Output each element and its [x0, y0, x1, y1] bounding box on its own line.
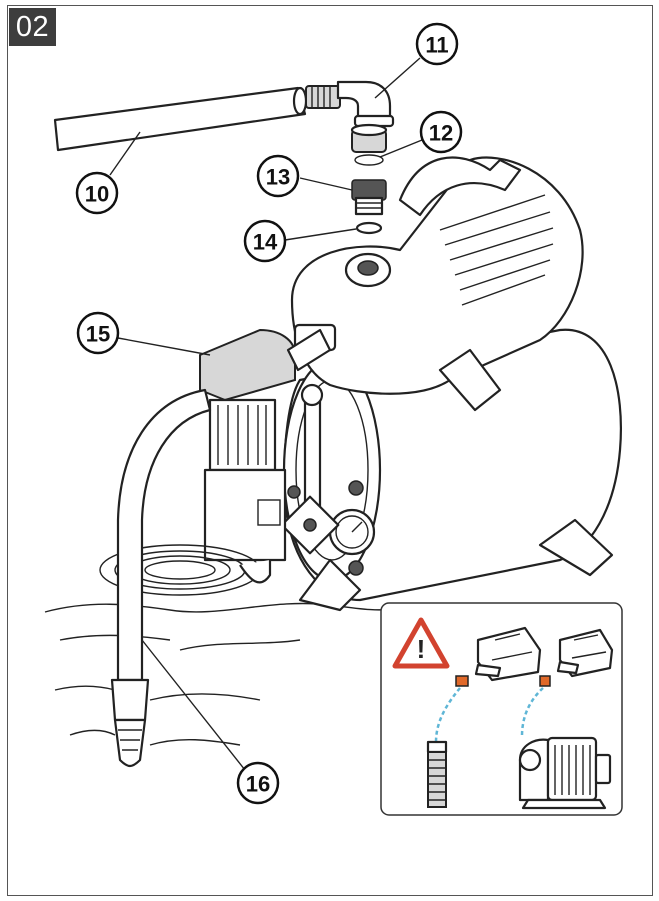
- callout-11: 11: [415, 22, 459, 66]
- callout-16-label: 16: [246, 772, 270, 797]
- callout-16: 16: [236, 761, 280, 805]
- seal-ring: [355, 221, 383, 235]
- inset-left-connector: [426, 626, 542, 808]
- warning-triangle-icon: !: [392, 617, 450, 669]
- callout-10-label: 10: [85, 182, 109, 207]
- discharge-hose: [53, 85, 341, 152]
- water-surface: [44, 602, 401, 746]
- figure-number-badge: 02: [9, 8, 56, 46]
- inset-right-connector: [518, 628, 614, 810]
- leader-lines: [109, 57, 423, 771]
- callout-13-label: 13: [266, 165, 290, 190]
- tank-connector-pipe: [280, 383, 340, 555]
- callout-11-label: 11: [425, 33, 448, 58]
- pre-filter: [199, 328, 332, 562]
- callout-14: 14: [243, 219, 287, 263]
- inset-pump-icon: [518, 736, 612, 810]
- callout-12: 12: [419, 110, 463, 154]
- callout-10: 10: [75, 171, 119, 215]
- warning-symbol: !: [417, 634, 426, 664]
- callout-15-label: 15: [86, 322, 110, 347]
- callout-14-label: 14: [253, 230, 278, 255]
- suction-hose: [110, 388, 212, 768]
- callout-13: 13: [256, 154, 300, 198]
- elbow-fitting: [336, 80, 395, 128]
- callout-12-label: 12: [429, 121, 453, 146]
- coupling-nut: [350, 123, 388, 166]
- threaded-adapter: [351, 179, 387, 216]
- callout-15: 15: [76, 311, 120, 355]
- warning-inset-panel: !: [380, 602, 623, 816]
